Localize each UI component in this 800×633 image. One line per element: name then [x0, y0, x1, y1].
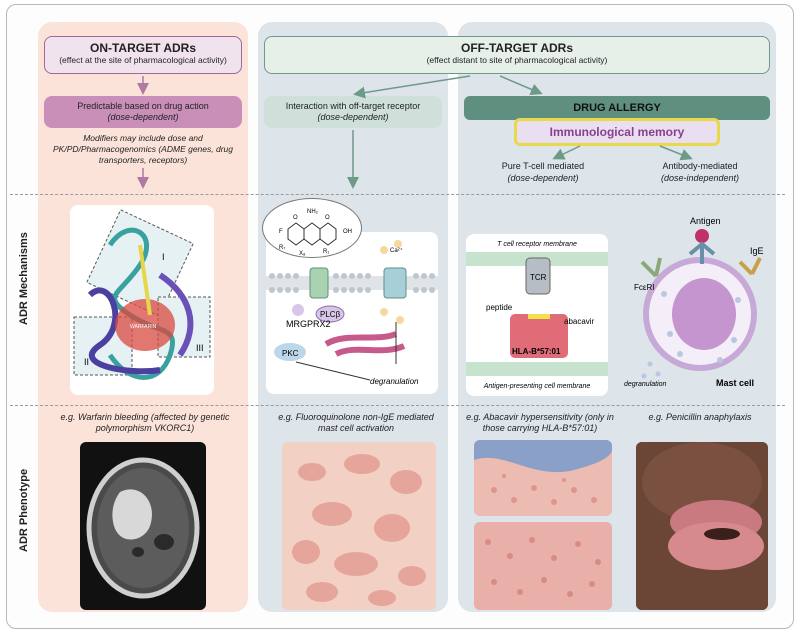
warfarin-protein-panel: WARFARIN I II III — [70, 205, 214, 395]
hla-label: HLA-B*57:01 — [512, 347, 561, 356]
brain-ct-illustration — [86, 457, 200, 599]
warfarin-label: WARFARIN — [130, 324, 157, 330]
mast-cell-panel: Antigen IgE FcεRI degranulation Mast cel… — [620, 214, 776, 396]
arrow-antibody — [659, 145, 693, 161]
off-target-subtitle: (effect distant to site of pharmacologic… — [426, 55, 608, 65]
rash-illustration-2 — [474, 522, 612, 610]
tcell-line1: Pure T-cell mediated — [501, 161, 585, 171]
abacavir-label: abacavir — [564, 317, 595, 326]
abacavir-rash-image-2 — [474, 522, 612, 610]
protein-structure-illustration: WARFARIN I II III — [73, 209, 211, 380]
immunological-memory-box: Immunological memory — [514, 118, 720, 146]
example-warfarin: e.g. Warfarin bleeding (affected by gene… — [60, 412, 230, 433]
region-label-1: I — [162, 252, 165, 262]
fluoroquinolone-molecule-bubble: NH₂ O O F OH R₁ R₇ X₈ — [262, 198, 362, 258]
receptor-dose: (dose-dependent) — [317, 112, 389, 122]
mrgprx2-label: MRGPRX2 — [286, 319, 331, 329]
example-penicillin: e.g. Penicillin anaphylaxis — [648, 412, 752, 422]
apc-membrane-label: Antigen-presenting cell membrane — [483, 383, 591, 390]
atom-oh: OH — [343, 229, 352, 235]
urticaria-illustration — [282, 442, 436, 610]
mast-degranulation-label: degranulation — [624, 381, 667, 388]
atom-f: F — [279, 229, 283, 235]
on-target-header: ON-TARGET ADRs (effect at the site of ph… — [44, 36, 242, 74]
arrow-tcell — [552, 145, 581, 160]
predictable-box: Predictable based on drug action (dose-d… — [44, 96, 242, 128]
drug-allergy-box: DRUG ALLERGY — [464, 96, 770, 120]
region-label-3: III — [196, 343, 204, 353]
tcell-line2: (dose-dependent) — [507, 173, 579, 183]
off-target-header: OFF-TARGET ADRs (effect distant to site … — [264, 36, 770, 74]
modifiers-text: Modifiers may include dose and PK/PD/Pha… — [53, 133, 233, 165]
separator-top — [10, 194, 785, 195]
mrgprx2-panel: PLCβ MRGPRX2 PKC Ca²⁺ degranulation — [266, 232, 438, 394]
molecule-structure: NH₂ O O F OH R₁ R₇ X₈ — [279, 209, 352, 257]
tcell-membrane-label: T cell receptor membrane — [497, 241, 577, 248]
antibody-mediated-label: Antibody-mediated (dose-independent) — [640, 160, 760, 184]
fce-label: FcεRI — [634, 283, 654, 292]
immunological-memory-text: Immunological memory — [549, 125, 685, 139]
abacavir-rash-image-1 — [474, 440, 612, 516]
angioedema-image — [636, 442, 768, 610]
atom-r7: R₇ — [279, 245, 285, 251]
ige-label: IgE — [750, 246, 764, 256]
antigen-label: Antigen — [690, 216, 721, 226]
tcell-mediated-label: Pure T-cell mediated (dose-dependent) — [478, 160, 608, 184]
atom-r1: R₁ — [323, 249, 329, 255]
gq-protein-icon — [292, 304, 304, 316]
example-abacavir: e.g. Abacavir hypersensitivity (only in … — [466, 412, 614, 433]
antibody-line2: (dose-independent) — [660, 173, 740, 183]
degranulation-label: degranulation — [370, 377, 419, 386]
tcell-receptor-illustration: T cell receptor membrane TCR peptide aba… — [466, 241, 608, 390]
mast-cell-illustration: Antigen IgE FcεRI degranulation Mast cel… — [624, 216, 764, 388]
arrow-off-1 — [353, 75, 471, 99]
off-target-receptor-box: Interaction with off-target receptor (do… — [264, 96, 442, 128]
angioedema-illustration — [636, 442, 768, 610]
arrow-off-2 — [499, 75, 543, 96]
tcell-mechanism-panel: T cell receptor membrane TCR peptide aba… — [466, 234, 608, 396]
mast-cell-label: Mast cell — [716, 378, 754, 388]
tcr-label: TCR — [530, 273, 547, 282]
separator-bottom — [10, 405, 785, 406]
on-target-title: ON-TARGET ADRs — [90, 41, 196, 55]
urticaria-skin-image — [282, 442, 436, 610]
example-fluoroquinolone: e.g. Fluoroquinolone non-IgE mediated ma… — [278, 412, 434, 433]
pkc-label: PKC — [282, 349, 299, 358]
atom-o1: O — [293, 215, 298, 221]
ca-label: Ca²⁺ — [390, 247, 403, 254]
mrgprx2-pathway-illustration: PLCβ MRGPRX2 PKC Ca²⁺ degranulation — [266, 240, 438, 386]
drug-allergy-title: DRUG ALLERGY — [573, 102, 661, 114]
peptide-label: peptide — [486, 303, 513, 312]
atom-o2: O — [325, 215, 330, 221]
off-target-title: OFF-TARGET ADRs — [461, 41, 573, 55]
ct-scan-image — [80, 442, 206, 610]
predictable-text: Predictable based on drug action — [77, 101, 209, 111]
region-label-2: II — [84, 357, 89, 367]
plc-label: PLCβ — [320, 310, 341, 319]
atom-x8: X₈ — [299, 251, 306, 257]
atom-nh2: NH₂ — [307, 209, 319, 215]
receptor-text: Interaction with off-target receptor — [285, 101, 421, 111]
on-target-subtitle: (effect at the site of pharmacological a… — [59, 55, 227, 65]
predictable-dose: (dose-dependent) — [107, 112, 179, 122]
antibody-line1: Antibody-mediated — [662, 161, 738, 171]
rash-illustration-1 — [474, 440, 612, 516]
